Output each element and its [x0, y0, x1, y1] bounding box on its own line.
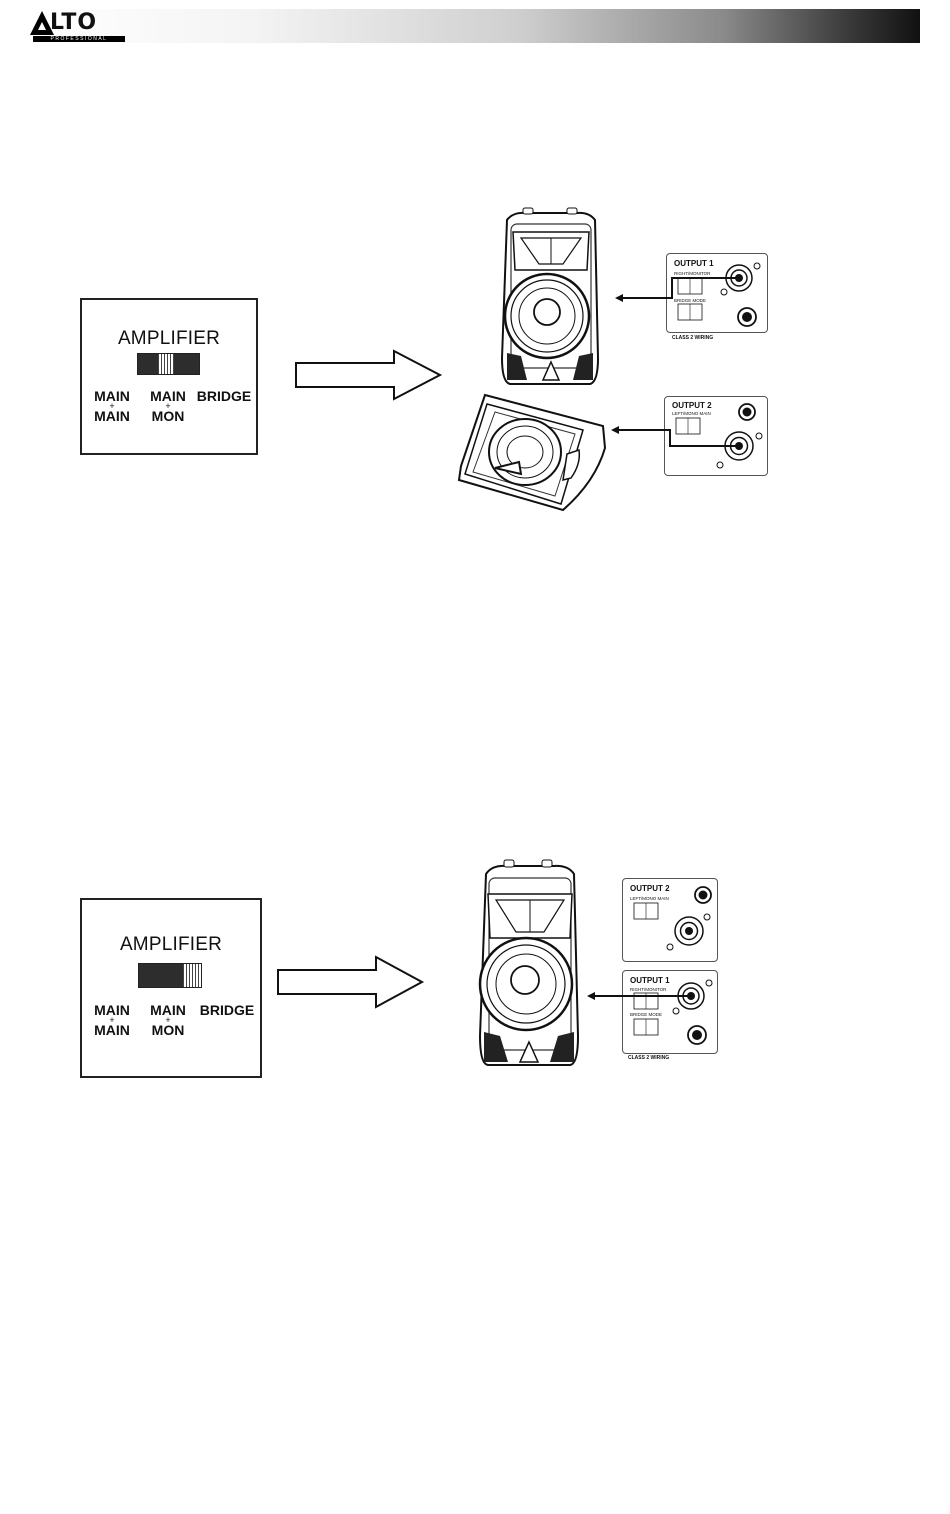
alto-logo: LTO PROFESSIONAL	[28, 9, 128, 43]
label-bridge: BRIDGE	[198, 1004, 256, 1017]
label-bridge: BRIDGE	[196, 390, 252, 403]
amplifier-mode-box-2: AMPLIFIER MAIN + MAIN MAIN + MON BRIDGE	[80, 898, 262, 1078]
amplifier-mode-box-1: AMPLIFIER MAIN + MAIN MAIN + MON BRIDGE	[80, 298, 258, 455]
right-arrow-outline-icon	[276, 954, 426, 1014]
logo-subtitle: PROFESSIONAL	[33, 36, 125, 42]
label-main-main-bottom: MAIN	[92, 1024, 132, 1037]
loudspeaker-icon	[495, 208, 605, 383]
mode-switch	[138, 963, 202, 988]
output1-connectors	[623, 971, 719, 1055]
output2-connectors	[623, 879, 719, 963]
output1-caption: CLASS 2 WIRING	[628, 1055, 669, 1061]
output1-caption: CLASS 2 WIRING	[672, 335, 713, 341]
output1-panel: OUTPUT 1 RIGHT/MONITOR BRIDGE MODE	[666, 253, 768, 333]
mode-switch	[137, 353, 200, 375]
loudspeaker-icon	[474, 860, 584, 1065]
label-main-main-bottom: MAIN	[92, 410, 132, 423]
output1-panel: OUTPUT 1 RIGHT/MONITOR BRIDGE MODE	[622, 970, 718, 1054]
floor-monitor-icon	[455, 392, 605, 512]
output1-connectors	[667, 254, 767, 334]
header-bar	[28, 9, 920, 43]
amplifier-title: AMPLIFIER	[82, 934, 260, 956]
logo-text: LTO	[50, 10, 97, 35]
right-arrow-outline-icon	[294, 348, 444, 408]
amplifier-title: AMPLIFIER	[82, 328, 256, 350]
output2-connectors	[665, 397, 769, 477]
label-main-mon-bottom: MON	[148, 1024, 188, 1037]
label-main-mon-bottom: MON	[148, 410, 188, 423]
output2-panel: OUTPUT 2 LEFT/MONO MAIN	[664, 396, 768, 476]
output2-panel: OUTPUT 2 LEFT/MONO MAIN	[622, 878, 718, 962]
